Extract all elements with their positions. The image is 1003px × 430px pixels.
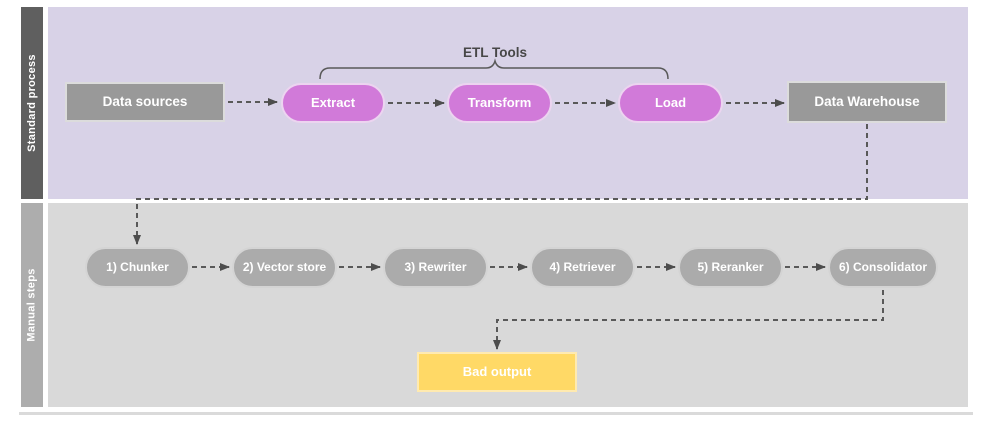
node-rewriter-label: 3) Rewriter — [404, 260, 467, 275]
node-data-sources: Data sources — [65, 82, 225, 122]
node-bad-output: Bad output — [417, 352, 577, 392]
node-retriever-label: 4) Retriever — [549, 260, 616, 275]
node-vector-store: 2) Vector store — [232, 247, 337, 288]
node-consolidator: 6) Consolidator — [828, 247, 938, 288]
node-vector-store-label: 2) Vector store — [242, 260, 327, 275]
page-divider-line — [19, 412, 973, 415]
lane-label-standard-process: Standard process — [26, 54, 39, 152]
lane-label-manual-steps: Manual steps — [26, 268, 39, 342]
etl-tools-label: ETL Tools — [463, 45, 527, 60]
node-extract-label: Extract — [310, 95, 356, 111]
node-data-sources-label: Data sources — [102, 93, 188, 109]
node-retriever: 4) Retriever — [530, 247, 635, 288]
node-consolidator-label: 6) Consolidator — [838, 260, 927, 275]
node-rewriter: 3) Rewriter — [383, 247, 488, 288]
node-reranker: 5) Reranker — [678, 247, 783, 288]
node-load-label: Load — [654, 95, 687, 111]
lane-header-standard-process: Standard process — [21, 7, 43, 199]
node-reranker-label: 5) Reranker — [697, 260, 764, 275]
node-bad-output-label: Bad output — [462, 364, 532, 380]
node-data-warehouse-label: Data Warehouse — [814, 93, 920, 109]
node-transform: Transform — [447, 83, 552, 123]
node-extract: Extract — [281, 83, 385, 123]
node-transform-label: Transform — [467, 95, 532, 111]
node-chunker: 1) Chunker — [85, 247, 190, 288]
node-load: Load — [618, 83, 723, 123]
node-chunker-label: 1) Chunker — [106, 260, 169, 275]
node-data-warehouse: Data Warehouse — [787, 81, 947, 123]
lane-header-manual-steps: Manual steps — [21, 203, 43, 407]
